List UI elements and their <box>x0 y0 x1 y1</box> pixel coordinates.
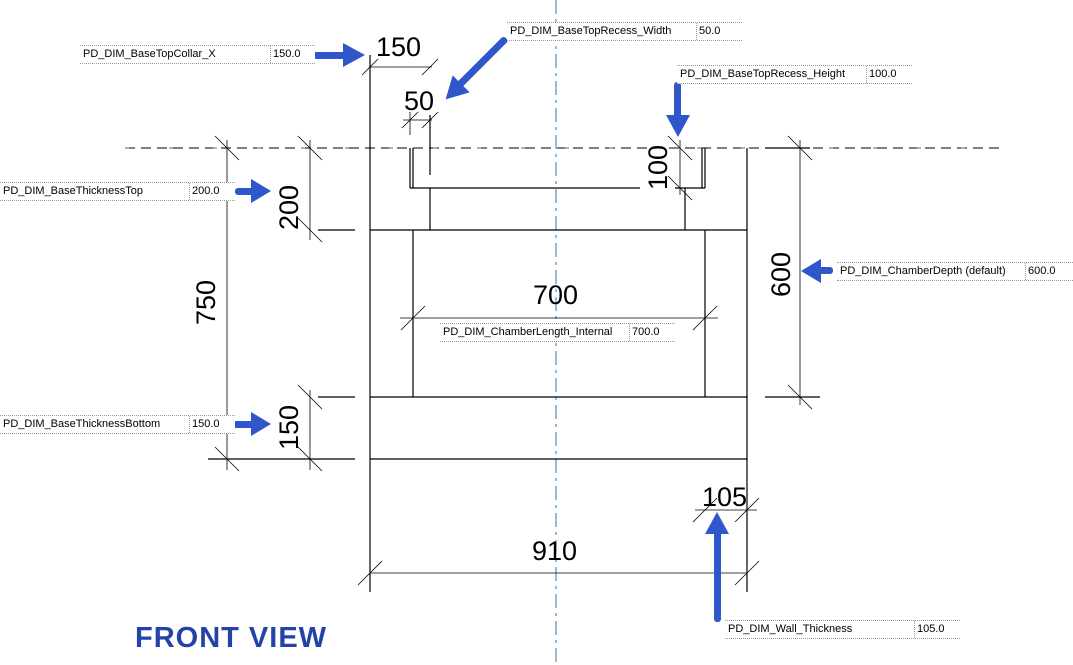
arrow-icon <box>233 412 271 436</box>
dim-chamber-length: 700 <box>533 280 578 310</box>
dim-recess-width: 50 <box>404 86 434 116</box>
base-outline <box>208 55 820 592</box>
param-base-top-recess-width[interactable]: PD_DIM_BaseTopRecess_Width 50.0 <box>507 22 742 41</box>
param-value: 150.0 <box>270 46 301 63</box>
dim-overall-length: 910 <box>532 536 577 566</box>
param-chamber-depth[interactable]: PD_DIM_ChamberDepth (default) 600.0 <box>837 262 1073 281</box>
arrow-icon <box>666 82 690 137</box>
param-base-thickness-bottom[interactable]: PD_DIM_BaseThicknessBottom 150.0 <box>0 415 235 434</box>
dim-thickness-top: 200 <box>274 185 304 230</box>
param-wall-thickness[interactable]: PD_DIM_Wall_Thickness 105.0 <box>725 620 960 639</box>
dim-overall-height: 750 <box>191 280 221 325</box>
param-base-top-collar-x[interactable]: PD_DIM_BaseTopCollar_X 150.0 <box>80 45 315 64</box>
dim-recess-height: 100 <box>643 145 673 190</box>
param-name: PD_DIM_ChamberDepth (default) <box>840 265 1006 277</box>
arrow-icon <box>705 512 729 622</box>
arrow-icon <box>445 37 508 100</box>
param-value: 50.0 <box>696 23 720 40</box>
dim-chamber-depth: 600 <box>766 252 796 297</box>
param-name: PD_DIM_Wall_Thickness <box>728 623 853 635</box>
param-name: PD_DIM_BaseThicknessBottom <box>3 418 161 430</box>
param-value: 200.0 <box>189 183 220 200</box>
param-name: PD_DIM_ChamberLength_Internal <box>443 326 613 338</box>
param-value: 600.0 <box>1025 263 1056 280</box>
callout-arrows <box>233 37 833 622</box>
arrow-icon <box>313 43 365 67</box>
arrow-icon <box>801 259 833 283</box>
param-value: 700.0 <box>629 324 660 341</box>
param-name: PD_DIM_BaseThicknessTop <box>3 185 144 197</box>
param-name: PD_DIM_BaseTopCollar_X <box>83 48 216 60</box>
dim-thickness-bottom: 150 <box>274 405 304 450</box>
param-name: PD_DIM_BaseTopRecess_Height <box>680 68 846 80</box>
param-base-top-recess-height[interactable]: PD_DIM_BaseTopRecess_Height 100.0 <box>677 65 912 84</box>
param-value: 105.0 <box>914 621 945 638</box>
dim-top-collar: 150 <box>376 32 421 62</box>
param-value: 100.0 <box>866 66 897 83</box>
param-value: 150.0 <box>189 416 220 433</box>
dim-wall-thickness: 105 <box>702 482 747 512</box>
param-name: PD_DIM_BaseTopRecess_Width <box>510 25 672 37</box>
view-title: FRONT VIEW <box>135 622 328 654</box>
param-base-thickness-top[interactable]: PD_DIM_BaseThicknessTop 200.0 <box>0 182 235 201</box>
arrow-icon <box>235 179 271 203</box>
param-chamber-length-internal[interactable]: PD_DIM_ChamberLength_Internal 700.0 <box>440 323 675 342</box>
